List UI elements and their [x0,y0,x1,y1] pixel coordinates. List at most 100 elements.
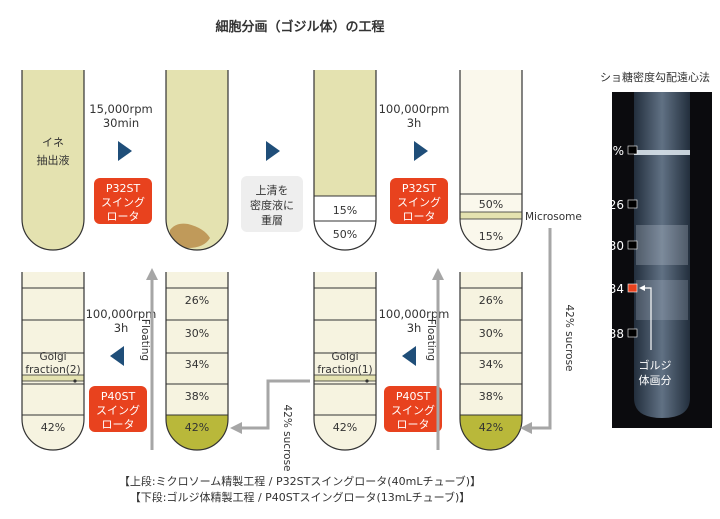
arrow-right-2 [266,141,280,161]
overlay-note-line-3: 重層 [261,213,283,227]
tube-gradient-2 [165,272,229,451]
overlay-note-bg [241,176,303,232]
golgi-transfer-arrow [240,379,310,430]
rotor-badge-top-1: P32STスイングロータ [94,178,152,224]
gradient-label-42: 42% [479,421,503,434]
layer-label-50: 50% [333,228,357,241]
legend-lower: 【下段:ゴルジ体精製工程 / P40STスイングロータ(13mLチューブ)】 [129,491,471,504]
photo-mark-label-3: 30 [609,239,624,253]
gradient-layer-1-fill [460,272,522,320]
layer-label-50: 50% [479,198,503,211]
extract-label-2: 抽出液 [37,153,70,167]
step1-speed: 15,000rpm [89,102,152,116]
rotor-badge-top-2-line-3: ロータ [403,210,436,223]
arrow-right-1 [118,141,132,161]
arrow-left-2 [110,346,124,366]
photo-haze [636,225,688,265]
microsome-transfer-arrow-head [520,422,532,434]
tube-extract [21,70,85,251]
rotor-badge-top-1-line-2: スイング [101,195,145,209]
photo-callout-head [639,285,645,291]
gradient-layer-2-fill [166,320,228,353]
golgi-band-marker [73,379,77,383]
gradient-label-30: 30% [185,327,209,340]
gradient-label-38: 38% [479,390,503,403]
step2-time: 3h [407,116,422,130]
gradient-layer-2-fill [460,320,522,353]
pellet [170,223,210,248]
microsome-transfer-arrow [530,228,552,430]
photo-mark-label-4: 34 [609,282,624,296]
rotor-badge-top-1-line-3: ロータ [107,210,140,223]
step3-time: 3h [407,321,422,335]
microsome-label: Microsome [525,211,582,223]
step1-time: 30min [103,116,139,130]
step2-speed: 100,000rpm [379,102,450,116]
gradient-layer-4-fill [166,384,228,415]
step4-time: 3h [114,321,129,335]
layer-label-15: 15% [479,230,503,243]
tube-golgi-1-fill [314,272,376,450]
tube-microsome [459,70,523,251]
tube-pellet-outline [165,70,229,251]
gradient-white [314,196,376,250]
tube-gradient-2-outline [165,272,229,451]
photo-mark-5 [627,328,638,338]
tube-extract-outline [21,70,85,251]
gradient-label-38: 38% [185,390,209,403]
rotor-badge-bottom-1-line-3: ロータ [397,418,430,431]
tube-overlay-outline [313,70,377,251]
tube-golgi-1-outline [313,272,377,451]
photo-meniscus [634,150,690,155]
gradient-label-26: 26% [185,294,209,307]
rotor-badge-bottom-1-line-1: P40ST [396,390,431,403]
gradient-layer-4-fill [460,384,522,415]
photo-caption-1: ゴルジ [639,358,672,372]
extract-fill [22,70,84,250]
gradient-layer-3-fill [166,353,228,384]
overlay-note-line-2: 密度液に [250,198,294,212]
tube-microsome-outline [459,70,523,251]
photo-mark-label-2: 26 [609,198,624,212]
arrow-right-3 [414,141,428,161]
gradient-layer-3-fill [460,353,522,384]
photo-mark-4 [627,283,638,293]
photo-mark-2 [627,199,638,209]
bottom-layer-label: 42% [41,421,65,434]
microsome-tube-fill [460,70,522,250]
pellet-tube-fill [166,70,228,250]
extract-label-1: イネ [42,136,64,149]
rotor-badge-bottom-1-bg [384,386,442,432]
gradient-label-42: 42% [185,421,209,434]
tube-pellet [165,70,229,251]
rotor-badge-bottom-2-line-1: P40ST [101,390,136,403]
tube-gradient-1-outline [459,272,523,451]
tube-golgi-2-fill [22,272,84,450]
photo-caption-2: 体画分 [639,373,672,387]
rotor-badge-top-1-line-1: P32ST [106,182,141,195]
rotor-badge-bottom-2-line-2: スイング [96,403,140,417]
photo-mark-3 [627,240,638,250]
rotor-badge-bottom-1: P40STスイングロータ [384,386,442,432]
rotor-badge-top-2-line-2: スイング [397,195,441,209]
supernatant-fill [314,70,376,196]
step3-speed: 100,000rpm [379,307,450,321]
rotor-badge-top-2: P32STスイングロータ [390,178,448,224]
photo-tube [634,92,690,418]
photo-mark-1 [627,145,638,155]
step4-speed: 100,000rpm [86,307,157,321]
photo-title: ショ糖密度勾配遠心法 [600,71,710,84]
golgi-band-marker [365,379,369,383]
floating-arrow-2-label: Floating [139,319,151,361]
rotor-badge-top-2-line-1: P32ST [402,182,437,195]
rotor-badge-top-1-bg [94,178,152,224]
golgi-transfer-arrow-head [230,422,242,434]
sucrose-label-1: 42% sucrose [563,304,575,371]
photo-callout-line [645,287,652,350]
layer-label-15: 15% [333,204,357,217]
arrow-left-1 [402,346,416,366]
gradient-layer-1-fill [166,272,228,320]
golgi-label-1: Golgi [331,351,358,363]
